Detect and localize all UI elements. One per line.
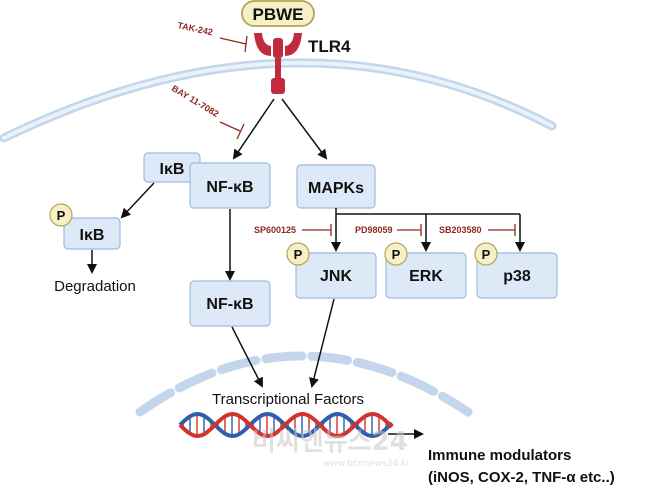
pbwe-ligand: PBWE [241, 0, 315, 27]
sb203580-inhibition-bar [488, 224, 516, 236]
svg-text:P: P [294, 247, 303, 262]
p38-label: p38 [503, 268, 531, 285]
ikb-phospho-label: IκB [80, 227, 105, 244]
nuclear-membrane [135, 351, 473, 417]
erk-label: ERK [409, 268, 443, 285]
phospho-badge-erk: P [384, 242, 408, 266]
jnk-box: JNK [295, 252, 377, 299]
nfkb-box: NF-κB [189, 162, 271, 209]
pd98059-inhibition-bar [397, 224, 422, 236]
dna-strand-red [178, 412, 394, 438]
phospho-badge-jnk: P [286, 242, 310, 266]
mapk-branch-lines [331, 208, 525, 252]
sb203580-label: SB203580 [439, 225, 482, 235]
tlr4-label: TLR4 [308, 37, 351, 56]
arrow-tlr4-to-mapks [281, 98, 328, 160]
nfkb-nuclear-box: NF-κB [189, 280, 271, 327]
tak242-inhibition-bar [219, 35, 248, 53]
watermark-text: 비씨엔뉴스24 [252, 427, 408, 457]
immune-modulators-detail: (iNOS, COX-2, TNF-α etc..) [428, 469, 615, 486]
sp600125-inhibition-bar [302, 224, 332, 236]
mapks-label: MAPKs [308, 180, 364, 197]
nfkb-label: NF-κB [206, 179, 253, 196]
sp600125-label: SP600125 [254, 225, 296, 235]
arrow-jnk-to-transcription [309, 298, 335, 388]
degradation-label: Degradation [54, 278, 136, 295]
phospho-badge-p38: P [474, 242, 498, 266]
pd98059-label: PD98059 [355, 225, 393, 235]
tlr4-receptor-icon [254, 33, 302, 94]
svg-text:P: P [57, 208, 66, 223]
phospho-badge-ikb: P [49, 203, 73, 227]
p38-box: p38 [476, 252, 558, 299]
tak242-label: TAK-242 [177, 20, 214, 37]
ikb-phospho-box: IκB [63, 217, 121, 250]
bay-11-7082-label: BAY 11-7082 [170, 83, 221, 119]
mapks-box: MAPKs [296, 164, 376, 209]
bay-inhibition-bar [219, 121, 245, 140]
nfkb-nuclear-label: NF-κB [206, 296, 253, 313]
transcription-factors-label: Transcriptional Factors [212, 391, 364, 408]
ikb-label: IκB [160, 161, 185, 178]
arrow-nfkb-to-transcription [231, 326, 263, 388]
erk-box: ERK [385, 252, 467, 299]
dna-helix-icon [178, 412, 394, 438]
immune-modulators-title: Immune modulators [428, 447, 571, 464]
cell-membrane [0, 58, 557, 143]
jnk-label: JNK [320, 268, 352, 285]
watermark-url: www.bcnnews24.kr [323, 459, 410, 469]
arrow-ikb-to-ikb-p [120, 182, 155, 219]
svg-text:P: P [482, 247, 491, 262]
svg-text:P: P [392, 247, 401, 262]
pbwe-label: PBWE [253, 5, 304, 24]
arrow-tlr4-to-nfkb [232, 98, 275, 160]
